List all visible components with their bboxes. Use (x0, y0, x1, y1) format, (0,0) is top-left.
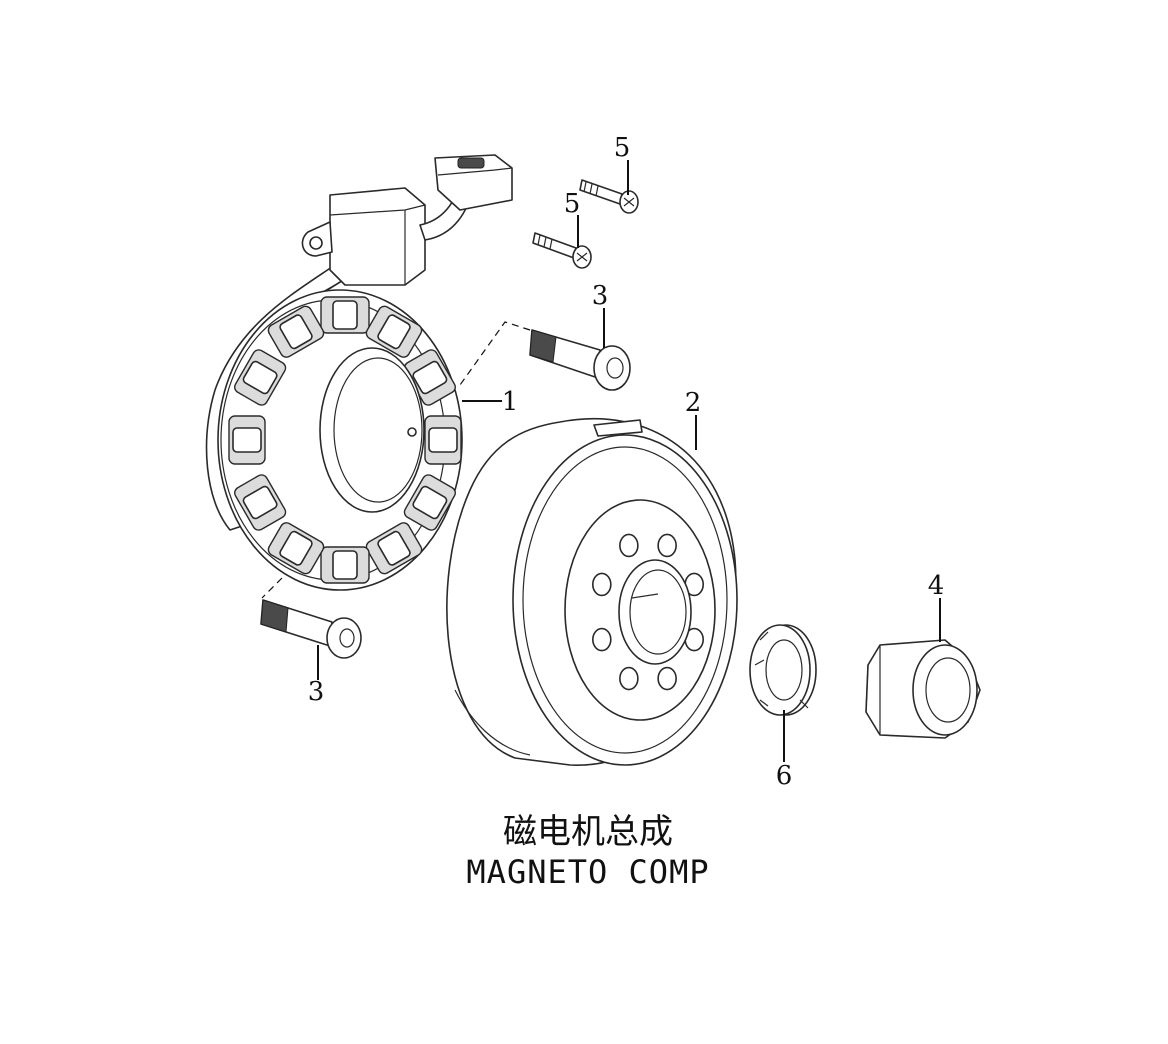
screw-top (579, 179, 639, 214)
stator-pole (365, 305, 423, 358)
stator-pole (234, 349, 287, 406)
flywheel (446, 417, 738, 766)
callout-bolt-lower: 3 (308, 677, 325, 707)
stator-pole (403, 474, 456, 531)
flywheel-hole (619, 533, 639, 558)
callout-screw-mid: 5 (564, 189, 581, 219)
stator-pole (234, 474, 287, 531)
stator-pole (365, 522, 423, 575)
flywheel-hole (592, 572, 612, 597)
stator-pole (424, 415, 462, 465)
bolt-upper (459, 321, 631, 391)
callout-nut: 4 (928, 571, 945, 601)
caption-chinese: 磁电机总成 (503, 812, 673, 852)
callout-washer: 6 (776, 761, 793, 791)
callout-screw-top: 5 (614, 133, 631, 163)
flywheel-hole (619, 666, 639, 691)
leader-lines (317, 160, 941, 762)
screw-mid (532, 232, 592, 269)
stator-assembly (205, 154, 513, 591)
flywheel-hole (657, 666, 677, 691)
flywheel-hole (657, 533, 677, 558)
flywheel-holes (592, 533, 704, 691)
flywheel-hole (592, 627, 612, 652)
nut (865, 639, 981, 739)
callout-labels: 5 5 3 1 2 3 4 6 (308, 133, 945, 791)
washer (749, 624, 817, 716)
stator-pole (228, 415, 266, 465)
callout-bolt-upper: 3 (592, 281, 609, 311)
stator-pole (320, 546, 370, 584)
stator-pole (320, 296, 370, 334)
stator-pole (267, 522, 325, 575)
stator-pole (267, 305, 325, 358)
caption-english: MAGNETO COMP (466, 853, 709, 891)
callout-stator: 1 (502, 387, 519, 417)
bolt-lower (260, 577, 362, 659)
callout-flywheel: 2 (685, 388, 702, 418)
diagram-caption: 磁电机总成 MAGNETO COMP (466, 812, 709, 891)
